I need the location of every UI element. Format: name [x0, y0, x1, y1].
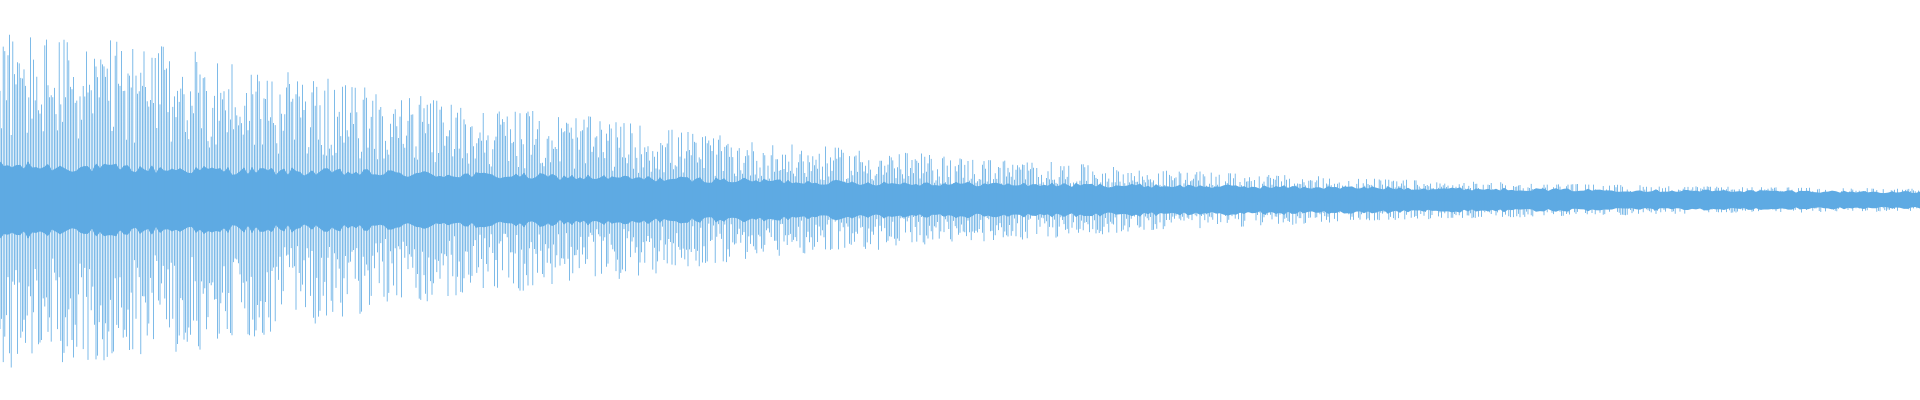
waveform-spikes: [0, 34, 1920, 368]
